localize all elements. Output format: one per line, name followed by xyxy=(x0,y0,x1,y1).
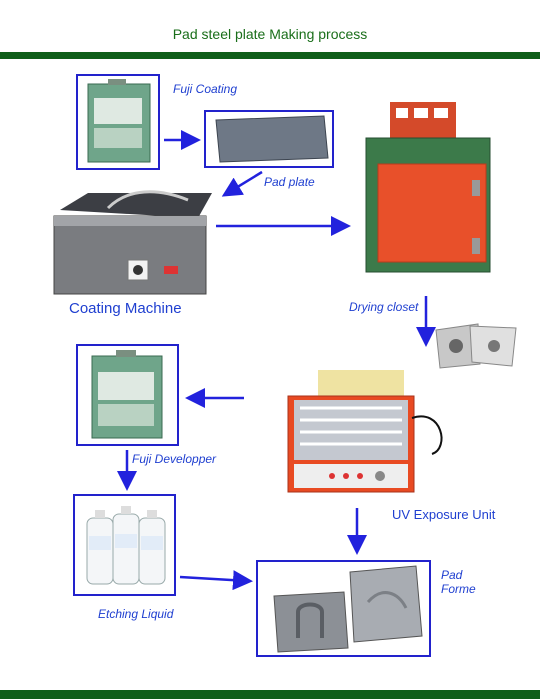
fuji-developper-can-image xyxy=(91,350,163,439)
pad-plate-label: Pad plate xyxy=(264,175,315,189)
exposed-plates-image xyxy=(435,323,517,369)
pad-forme-label-line1: Pad xyxy=(441,568,463,582)
pad-forme-plates-image xyxy=(273,565,423,653)
fuji-coating-can-image xyxy=(87,79,151,163)
uv-exposure-unit-label: UV Exposure Unit xyxy=(392,507,496,522)
etching-liquid-bottles-image xyxy=(86,506,166,585)
fuji-developper-label: Fuji Developper xyxy=(132,452,217,466)
fuji-coating-frame xyxy=(76,74,160,170)
coating-machine-label: Coating Machine xyxy=(69,300,182,317)
coating-machine-image xyxy=(53,190,212,295)
pad-plate-image xyxy=(215,115,329,163)
fuji-developper-frame xyxy=(76,344,179,446)
pad-plate-frame xyxy=(204,110,334,168)
etching-liquid-label: Etching Liquid xyxy=(98,607,174,621)
arrow-etching-to-forme xyxy=(179,570,253,591)
top-divider xyxy=(0,52,540,59)
pad-forme-frame xyxy=(256,560,431,657)
uv-exposure-unit-image xyxy=(287,370,443,493)
bottom-divider xyxy=(0,690,540,699)
pad-forme-label-line2: Forme xyxy=(441,582,476,596)
fuji-coating-label: Fuji Coating xyxy=(173,82,238,96)
arrow-plate-to-machine xyxy=(221,170,263,197)
etching-liquid-frame xyxy=(73,494,176,596)
drying-closet-label: Drying closet xyxy=(349,300,419,314)
page-title: Pad steel plate Making process xyxy=(172,26,368,42)
drying-closet-image xyxy=(365,102,491,273)
